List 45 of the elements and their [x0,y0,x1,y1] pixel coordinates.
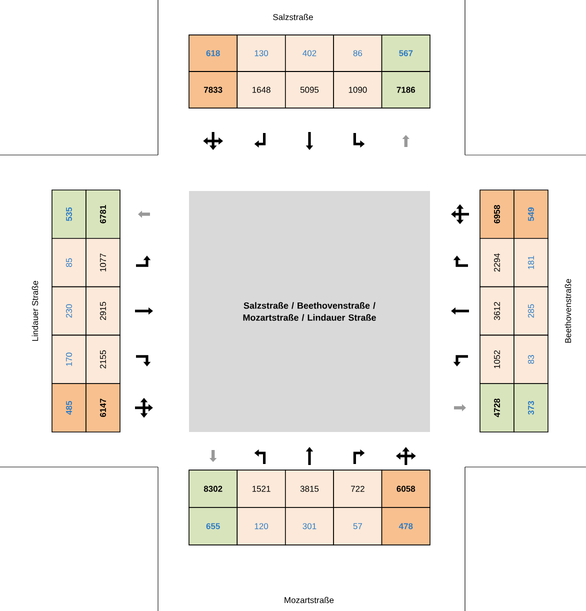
table-cell: 4728 [480,383,514,432]
table-cell: 83 [514,334,548,384]
table-cell: 7186 [381,71,430,108]
table-cell: 1090 [333,71,382,108]
table-cell: 722 [333,470,382,508]
table-cell: 567 [381,34,430,72]
table-cell: 3815 [285,470,334,508]
table-cell: 1052 [480,334,514,384]
street-name: Lindauer Straße [32,280,38,341]
table-cell: 120 [236,507,286,546]
table-cell: 478 [381,507,430,546]
table-cell: 130 [236,34,286,72]
table-cell: 549 [514,190,548,239]
intersection-box: Salzstraße / Beethovenstraße / Mozartstraße / Lindauer Straße [189,191,430,432]
table-cell: 402 [285,34,334,72]
table-cell: 1648 [236,71,286,108]
street-name: Beethovenstraße [564,279,572,343]
table-cell: 85 [52,238,86,288]
table-cell: 1077 [86,238,120,288]
table-cell: 2294 [480,238,514,288]
street-name: Mozartstraße [284,596,334,604]
table-cell: 57 [333,507,382,546]
table-cell: 6781 [86,190,120,239]
table-cell: 618 [188,34,238,72]
table-cell: 285 [514,286,548,336]
table-cell: 1521 [236,470,286,508]
table-cell: 373 [514,383,548,432]
table-cell: 2915 [86,286,120,336]
table-cell: 6147 [86,383,120,432]
table-cell: 655 [188,507,238,546]
table-cell: 535 [52,190,86,239]
table-cell: 5095 [285,71,334,108]
table-cell: 86 [333,34,382,72]
table-cell: 6958 [480,190,514,239]
table-cell: 2155 [86,334,120,384]
table-cell: 181 [514,238,548,288]
table-cell: 230 [52,286,86,336]
table-cell: 301 [285,507,334,546]
table-cell: 170 [52,334,86,384]
table-cell: 8302 [188,470,238,508]
table-cell: 7833 [188,71,238,108]
table-cell: 485 [52,383,86,432]
table-cell: 3612 [480,286,514,336]
street-name: Salzstraße [273,14,313,20]
table-cell: 6058 [381,470,430,508]
